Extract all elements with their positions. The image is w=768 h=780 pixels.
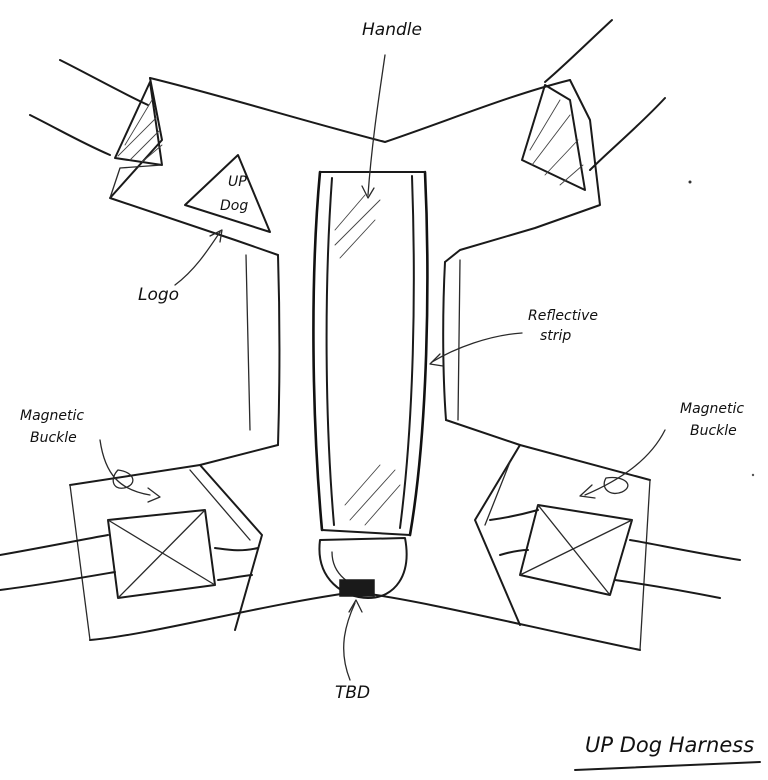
callout-arrows: [99, 54, 666, 681]
left-buckle-panel: [0, 464, 263, 641]
right-buckle: [519, 504, 633, 596]
left-buckle-label-line2: Buckle: [30, 430, 77, 446]
handle: [312, 170, 429, 599]
right-buckle-label-line1: Magnetic: [680, 401, 744, 417]
title-underline: [574, 761, 761, 771]
logo-text-dog: Dog: [220, 198, 248, 214]
top-left-strap: [29, 59, 163, 199]
sketch-title: UP Dog Harness: [585, 733, 754, 757]
tbd-block: [339, 579, 375, 597]
paper-dot: [751, 473, 755, 477]
paper-dot: [688, 180, 692, 184]
logo-text-up: UP: [228, 174, 247, 190]
logo-patch: UP Dog: [184, 154, 271, 233]
reflective-strip-label-line2: strip: [540, 328, 571, 344]
tbd-label: TBD: [335, 683, 370, 703]
right-buckle-panel: [474, 444, 741, 651]
left-buckle-label-line1: Magnetic: [20, 408, 84, 424]
handle-label: Handle: [362, 20, 422, 40]
top-right-strap: [521, 19, 666, 191]
reflective-strip-label-line1: Reflective: [528, 308, 598, 324]
logo-label: Logo: [138, 285, 179, 305]
right-buckle-label-line2: Buckle: [690, 423, 737, 439]
